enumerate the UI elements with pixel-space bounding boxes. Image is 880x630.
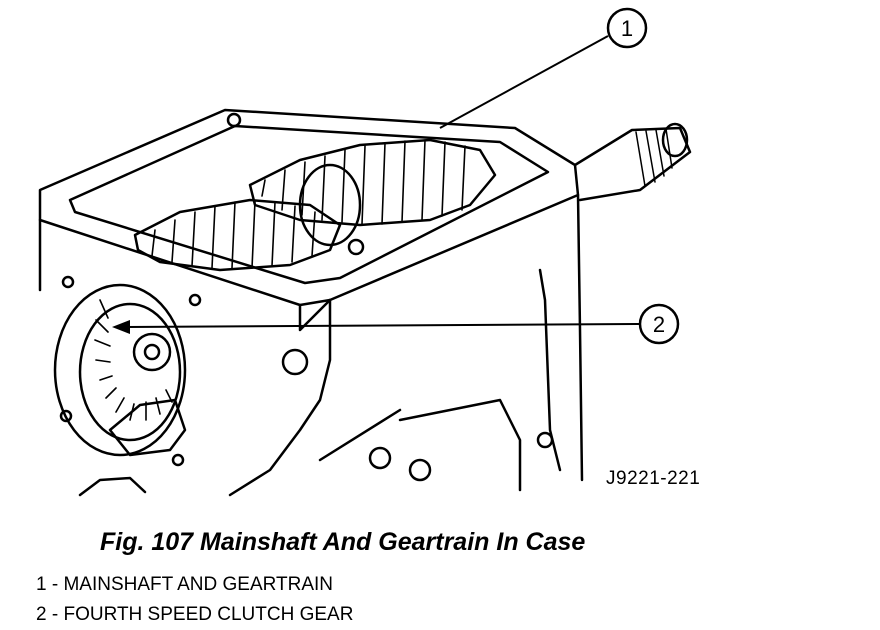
legend-item-2: 2 - FOURTH SPEED CLUTCH GEAR [36,600,353,630]
case-bolt-lower-1 [368,446,392,470]
callout-2-leader [119,323,641,328]
callout-1: 1 [606,7,648,49]
gear-front [133,198,342,272]
bearing-opening-outer [53,283,187,457]
case-rim-inner [68,124,550,285]
output-shaft-end [661,122,689,158]
case-hole-3 [171,453,185,467]
callout-2-number: 2 [653,312,665,337]
clutch-gear-bore [143,343,161,361]
transmission-drawing: 1 2 [38,7,692,497]
case-rim-outer [38,108,580,307]
case-rib [318,268,562,492]
case-hole-2 [59,409,73,423]
legend-item-2-number: 2 [36,604,47,625]
case-edge-lower-left [78,476,147,497]
legend-item-2-separator: - [46,604,64,625]
legend-item-1-separator: - [46,574,64,595]
gear-front-teeth [151,200,316,269]
legend-item-1: 1 - MAINSHAFT AND GEARTRAIN [36,570,353,600]
gear-rear [248,138,497,227]
case-hole-1 [61,275,75,289]
case-hole-4 [188,293,202,307]
output-shaft [573,126,692,202]
clutch-gear-hub [132,332,172,372]
bearing-opening-inner [78,302,182,442]
callout-2-balloon [638,303,680,345]
figure-caption: Fig. 107 Mainshaft And Geartrain In Case [100,528,586,556]
case-bolt-lower-2 [408,458,432,482]
lower-gear [108,398,187,457]
callout-2: 2 [638,303,680,345]
legend-list: 1 - MAINSHAFT AND GEARTRAIN 2 - FOURTH S… [36,570,353,630]
rim-bolt-rear [226,112,242,128]
case-front-face [38,218,332,332]
callout-1-leader [439,35,609,129]
legend-item-2-text: FOURTH SPEED CLUTCH GEAR [63,604,354,625]
callout-1-balloon [606,7,648,49]
callout-1-number: 1 [621,16,633,41]
legend-item-1-number: 1 [36,574,47,595]
legend-item-1-text: MAINSHAFT AND GEARTRAIN [63,574,334,595]
synchronizer-sleeve [298,163,362,247]
case-hole-5 [281,348,309,376]
gear-rear-teeth [261,139,466,225]
transmission-illustration: 1 2 [38,7,692,497]
case-bolt-side [536,431,554,449]
rim-bolt-front [347,238,365,256]
callout-2-arrowhead [112,320,130,334]
output-shaft-splines [635,128,673,187]
drawing-id-label: J9221-221 [606,468,701,489]
case-side-wall [228,193,584,497]
